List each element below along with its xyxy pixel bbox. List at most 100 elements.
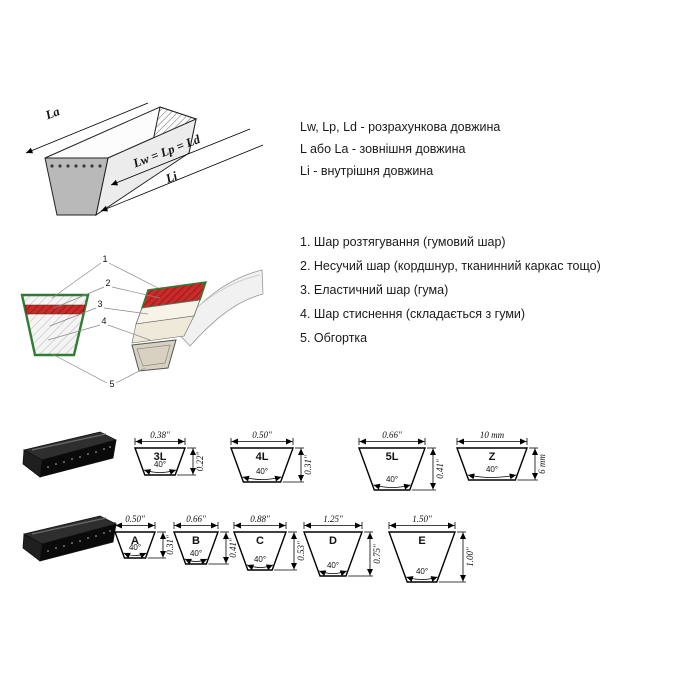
profile-top-width-label: 0.50" <box>252 430 272 440</box>
callout-4: 4 <box>101 316 106 326</box>
profile-height-label: 6 mm <box>537 454 547 474</box>
profile-height-label: 0.22" <box>195 452 205 472</box>
la-arrow <box>25 102 149 154</box>
profile-height-label: 0.41" <box>228 538 238 558</box>
belt-profile: 0.66" B 40° 0.41" <box>173 514 238 565</box>
angle-arc <box>143 469 177 475</box>
belt-cross-section <box>44 157 109 216</box>
cross-section-2d <box>20 293 90 357</box>
profile-trapezoid <box>388 531 456 583</box>
profile-top-width-label: 0.50" <box>125 514 145 524</box>
profile-name: 3L <box>154 451 167 463</box>
callout-5: 5 <box>109 379 114 389</box>
belt-photo-end-face <box>22 449 43 478</box>
belt-layers-diagram: 1 2 3 4 5 <box>20 254 264 389</box>
wrap-layer-inner <box>136 344 171 367</box>
profile-angle-label: 40° <box>254 555 266 564</box>
profile-height-label: 1.00" <box>465 547 475 567</box>
profile-top-width-label: 10 mm <box>480 430 505 440</box>
belt-profile: 0.88"C40°0.53" <box>233 514 306 571</box>
profile-height-label: 0.41" <box>435 459 445 479</box>
profile-trapezoid <box>134 447 186 476</box>
belt-profiles-diagram: 0.38"3L40°0.22"0.50"4L40°0.31"0.66"5L40°… <box>22 430 547 583</box>
profile-height-label: 0.31" <box>165 535 175 555</box>
legend-line: 4. Шар стиснення (складається з гуми) <box>300 307 526 321</box>
callout-leaders <box>47 262 161 384</box>
belt-profile: 1.50" E 40° 1.00" <box>388 514 475 583</box>
legend-line: 3. Еластичний шар (гума) <box>300 283 449 297</box>
profile-height-label: 0.31" <box>303 455 313 475</box>
profile-top-width-label: 0.66" <box>186 514 206 524</box>
lw-arrow <box>110 128 251 186</box>
length-legend: Lw, Lp, Ld - розрахункова довжина L або … <box>300 116 500 182</box>
profile-angle-label: 40° <box>129 543 141 552</box>
v-belt-photo <box>22 515 118 562</box>
legend-line: 2. Несучий шар (кордшнур, тканинний карк… <box>300 259 601 273</box>
angle-arc <box>246 564 274 571</box>
callout-1: 1 <box>102 254 107 264</box>
angle-arc <box>242 475 282 482</box>
profile-top-width-label: 0.66" <box>382 430 402 440</box>
profile-angle-label: 40° <box>486 465 498 474</box>
profile-name: 5L <box>386 451 399 463</box>
legend-line: Lw, Lp, Ld - розрахункова довжина <box>300 120 501 134</box>
angle-arc <box>406 576 438 582</box>
profile-name: 4L <box>256 451 269 463</box>
legend-line: Li - внутрішня довжина <box>300 164 434 178</box>
profile-name: D <box>329 535 337 547</box>
profile-trapezoid <box>358 447 426 491</box>
layered-belt-3d <box>131 269 264 372</box>
la-label: La <box>43 104 62 122</box>
angle-arc <box>123 552 147 559</box>
belt-photo-speckles <box>47 530 111 552</box>
belt-photo-speckles <box>47 446 111 468</box>
elastic-layer <box>131 315 195 344</box>
belt-length-diagram: La Lw = Lp = Ld Li <box>25 102 264 217</box>
angle-arc <box>373 483 411 490</box>
li-arrow <box>100 144 264 212</box>
wrap-layer <box>131 339 177 372</box>
profile-name: Z <box>489 451 496 463</box>
profile-name: B <box>192 535 200 547</box>
belt-photo-highlight <box>31 517 107 535</box>
profile-name: E <box>418 535 425 547</box>
profile-angle-label: 40° <box>154 460 166 469</box>
callout-3: 3 <box>97 299 102 309</box>
profile-trapezoid <box>230 447 294 483</box>
profile-top-width-label: 0.38" <box>150 430 170 440</box>
legend-line: L або La - зовнішня довжина <box>300 142 466 156</box>
profile-angle-label: 40° <box>386 475 398 484</box>
cross-section-red-band <box>24 304 86 315</box>
cross-section-outline <box>20 293 90 357</box>
belt-photo-end-face <box>22 533 43 562</box>
belt-profile: 0.66" 5L 40° 0.41" <box>358 430 445 491</box>
legend-line: 5. Обгортка <box>300 331 368 345</box>
angle-arc <box>184 558 208 565</box>
angle-arc <box>467 473 517 480</box>
cord-dots <box>50 164 102 168</box>
profile-height-label: 0.75" <box>372 544 382 564</box>
belt-photo-highlight <box>31 433 107 451</box>
belt-3d-drawing <box>44 106 198 217</box>
profile-trapezoid <box>456 447 528 481</box>
angle-arc <box>319 570 347 577</box>
belt-profile: 0.50" A40° 0.31" <box>114 514 175 559</box>
profile-top-width-label: 1.50" <box>412 514 432 524</box>
v-belt-photo <box>22 431 118 478</box>
profile-height-label: 0.53" <box>296 541 306 561</box>
belt-profile: 10 mm Z 40° 6 mm <box>456 430 547 481</box>
belt-profile: 1.25" D 40° 0.75" <box>303 514 382 577</box>
profile-name: A <box>131 535 139 547</box>
profile-top-width-label: 1.25" <box>323 514 343 524</box>
callout-numbers: 1 2 3 4 5 <box>97 254 114 389</box>
layers-legend: 1. Шар розтягування (гумовий шар) 2. Нес… <box>300 230 601 350</box>
profile-name: C <box>256 535 264 547</box>
li-label: Li <box>163 169 180 187</box>
profile-angle-label: 40° <box>327 561 339 570</box>
legend-line: 1. Шар розтягування (гумовий шар) <box>300 235 506 249</box>
profile-angle-label: 40° <box>190 549 202 558</box>
profile-angle-label: 40° <box>416 567 428 576</box>
